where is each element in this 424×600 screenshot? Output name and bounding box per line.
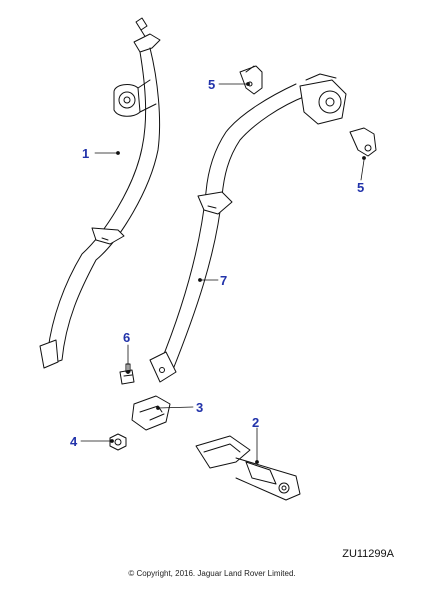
callout-2[interactable]: 2 bbox=[252, 415, 260, 430]
callout-5-upper[interactable]: 5 bbox=[208, 77, 216, 92]
callout-1[interactable]: 1 bbox=[82, 146, 90, 161]
part-6-bolt[interactable] bbox=[119, 363, 135, 385]
part-7-seat-belt-right[interactable] bbox=[149, 73, 347, 383]
part-1-seat-belt-left[interactable] bbox=[39, 17, 161, 369]
callout-6[interactable]: 6 bbox=[123, 330, 131, 345]
part-4-nut[interactable] bbox=[109, 433, 127, 451]
part-5-bracket-upper[interactable] bbox=[239, 65, 263, 95]
callout-7[interactable]: 7 bbox=[220, 273, 228, 288]
callout-4[interactable]: 4 bbox=[70, 434, 78, 449]
callout-3[interactable]: 3 bbox=[196, 400, 204, 415]
part-2-buckle-stalk[interactable] bbox=[195, 435, 301, 501]
leader-lines bbox=[80, 82, 366, 464]
callout-5-lower[interactable]: 5 bbox=[357, 180, 365, 195]
part-3-buckle[interactable] bbox=[131, 395, 171, 431]
part-5-bracket-lower[interactable] bbox=[349, 127, 377, 157]
diagram-reference-code: ZU11299A bbox=[342, 548, 394, 560]
copyright-notice: © Copyright, 2016. Jaguar Land Rover Lim… bbox=[128, 569, 296, 578]
